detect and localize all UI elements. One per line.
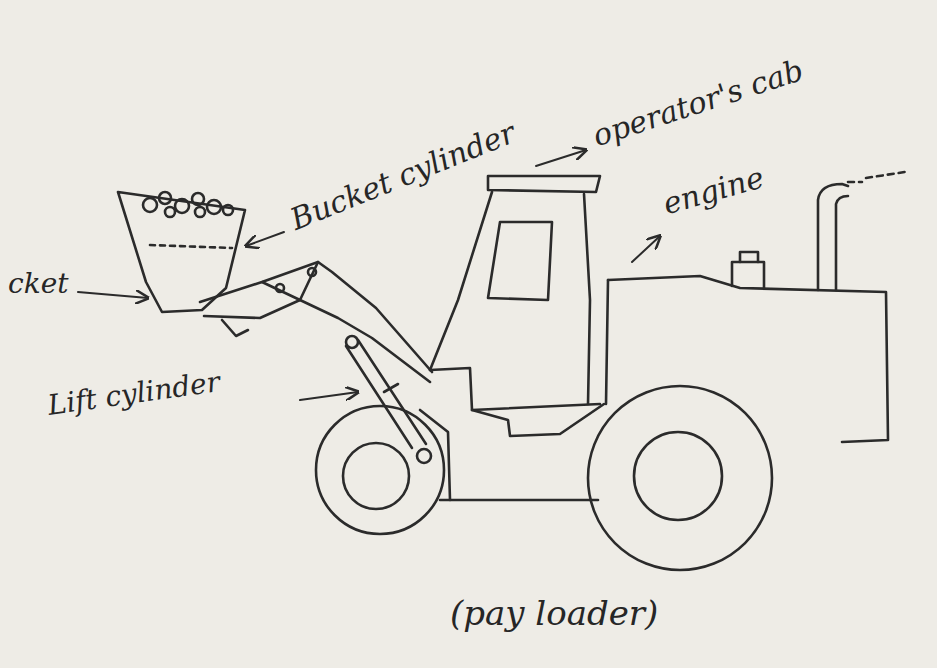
part-label: engine	[660, 162, 767, 219]
caption: (pay loader)	[450, 596, 658, 630]
rear-wheel	[588, 386, 772, 570]
operators-cab	[430, 176, 604, 436]
part-label: operator's cab	[589, 55, 806, 151]
boom-linkage	[200, 262, 432, 382]
part-label: cket	[8, 270, 68, 298]
front-wheel	[316, 406, 444, 534]
chassis	[420, 410, 598, 500]
engine-housing	[606, 172, 905, 442]
part-label: Lift cylinder	[46, 368, 222, 420]
